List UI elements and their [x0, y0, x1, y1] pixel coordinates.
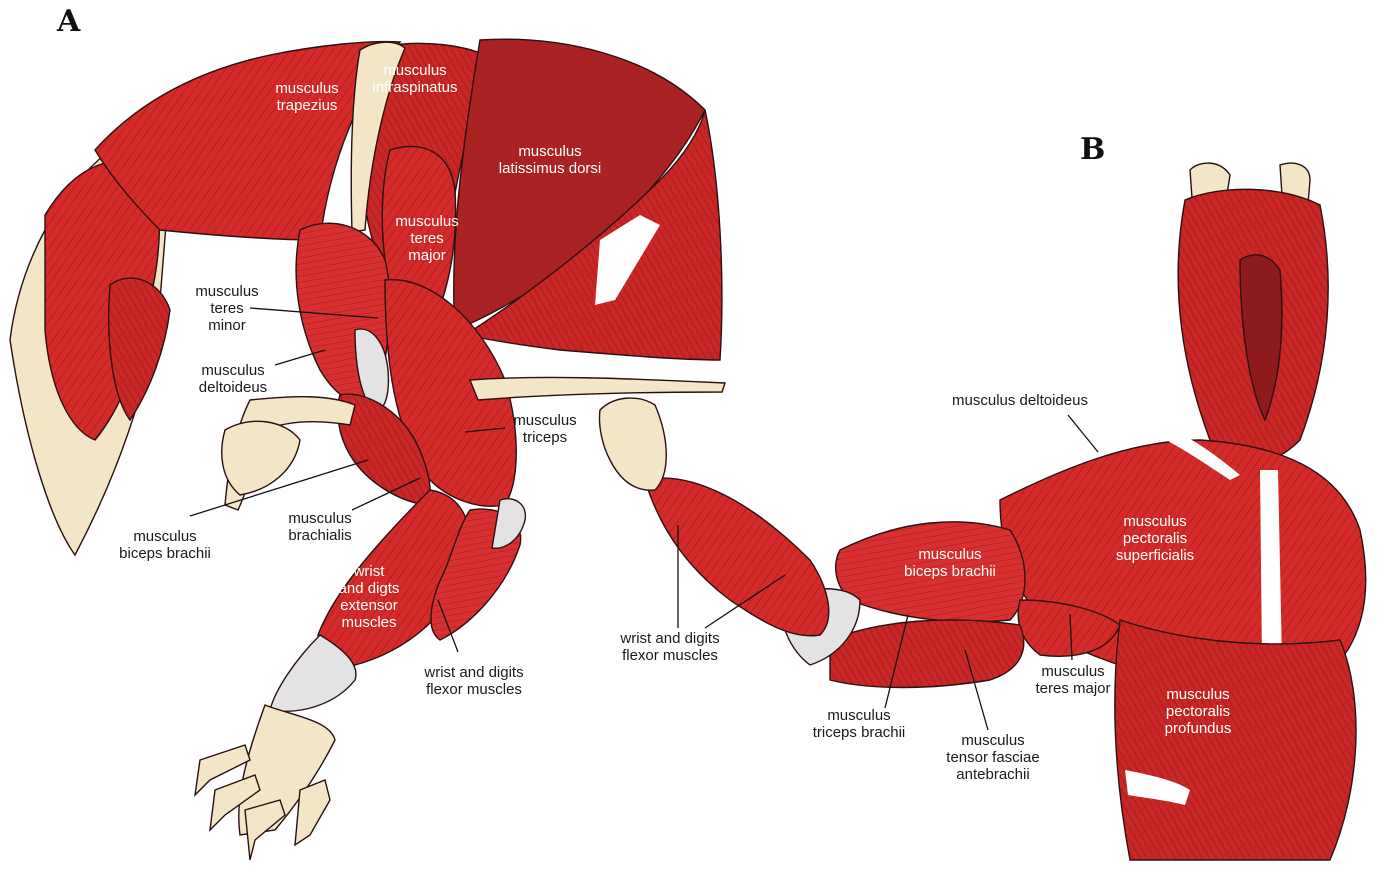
pectoralis-profundus-muscle-shape — [1115, 620, 1356, 860]
label-a-infraspinatus: musculus infraspinatus — [360, 62, 470, 96]
label-b-biceps-brachii: musculus biceps brachii — [880, 546, 1020, 580]
small-paw-bone-shape — [222, 421, 300, 495]
forearm-flexor-muscle-shape-b — [645, 478, 829, 636]
label-b-tensor-fasciae: musculus tensor fasciae antebrachii — [928, 732, 1058, 783]
label-b-pectoralis-superficialis: musculus pectoralis superficialis — [1100, 513, 1210, 564]
label-b-teres-major: musculus teres major — [1020, 663, 1126, 697]
label-a-flexor-muscles: wrist and digits flexor muscles — [404, 664, 544, 698]
triceps-brachii-muscle-shape-b — [830, 620, 1024, 688]
digit-bone-shape-4 — [295, 780, 330, 845]
label-b-pectoralis-profundus: musculus pectoralis profundus — [1148, 686, 1248, 737]
digit-bone-shape-3 — [245, 800, 285, 860]
label-b-triceps-brachii: musculus triceps brachii — [796, 707, 922, 741]
label-a-teres-minor: musculus teres minor — [180, 283, 274, 334]
label-a-trapezius: musculus trapezius — [262, 80, 352, 114]
label-b-flexor-muscles: wrist and digits flexor muscles — [600, 630, 740, 664]
rib-bone-shape-2 — [470, 377, 725, 400]
label-a-deltoideus: musculus deltoideus — [180, 362, 286, 396]
panel-label-a: A — [57, 4, 80, 39]
label-a-teres-major: musculus teres major — [385, 213, 469, 264]
label-a-latissimus-dorsi: musculus latissimus dorsi — [480, 143, 620, 177]
distal-bone-shape-b — [599, 398, 666, 490]
panel-label-b: B — [1080, 132, 1105, 167]
label-b-deltoideus: musculus deltoideus — [930, 392, 1110, 409]
label-a-brachialis: musculus brachialis — [272, 510, 368, 544]
label-a-biceps-brachii: musculus biceps brachii — [100, 528, 230, 562]
label-a-extensor-muscles: wrist and digts extensor muscles — [325, 563, 413, 631]
label-a-triceps: musculus triceps — [500, 412, 590, 446]
